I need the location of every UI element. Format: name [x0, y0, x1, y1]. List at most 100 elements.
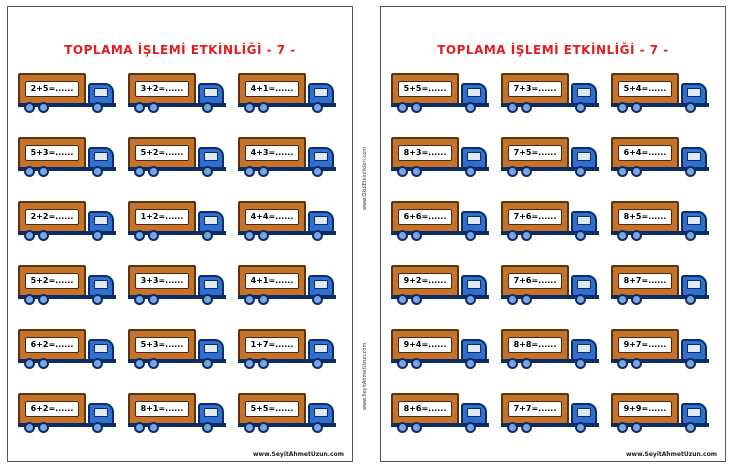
truck-window	[314, 408, 328, 417]
truck-cargo-box: 9+2=......	[391, 265, 459, 297]
truck-cargo-box: 4+1=......	[238, 265, 306, 297]
addition-problem: 2+2=......	[25, 209, 79, 225]
truck-window	[94, 216, 108, 225]
wheel-icon	[397, 422, 408, 433]
truck-problem: 8+7=......	[611, 265, 711, 307]
truck-cargo-box: 5+5=......	[391, 73, 459, 105]
truck-problem: 5+5=......	[238, 393, 338, 435]
truck-cargo-box: 3+3=......	[128, 265, 196, 297]
truck-chassis	[501, 167, 599, 171]
truck-window	[314, 152, 328, 161]
truck-window	[94, 408, 108, 417]
wheel-icon	[202, 422, 213, 433]
wheel-icon	[521, 422, 532, 433]
wheel-icon	[521, 166, 532, 177]
wheel-icon	[575, 166, 586, 177]
truck-cab	[461, 339, 487, 361]
wheel-icon	[631, 294, 642, 305]
truck-chassis	[18, 167, 116, 171]
wheel-icon	[575, 230, 586, 241]
wheel-icon	[202, 102, 213, 113]
truck-chassis	[18, 423, 116, 427]
truck-window	[577, 152, 591, 161]
truck-cargo-box: 4+4=......	[238, 201, 306, 233]
wheel-icon	[521, 230, 532, 241]
truck-window	[314, 216, 328, 225]
wheel-icon	[411, 358, 422, 369]
truck-cargo-box: 9+7=......	[611, 329, 679, 361]
truck-cab	[571, 275, 597, 297]
footer-website: www.SeyitAhmetUzun.com	[626, 451, 717, 458]
wheel-icon	[575, 358, 586, 369]
wheel-icon	[685, 166, 696, 177]
truck-window	[94, 344, 108, 353]
truck-cab	[308, 211, 334, 233]
addition-problem: 1+7=......	[245, 337, 299, 353]
truck-chassis	[611, 295, 709, 299]
truck-window	[687, 216, 701, 225]
truck-chassis	[238, 359, 336, 363]
truck-window	[467, 408, 481, 417]
worksheet-right: TOPLAMA İŞLEMİ ETKİNLİĞİ - 7 - 5+5=.....…	[380, 6, 726, 462]
truck-problem: 4+3=......	[238, 137, 338, 179]
wheel-icon	[507, 294, 518, 305]
truck-window	[314, 88, 328, 97]
truck-cab	[88, 83, 114, 105]
wheel-icon	[244, 102, 255, 113]
addition-problem: 8+5=......	[618, 209, 672, 225]
truck-cab	[571, 403, 597, 425]
truck-cab	[308, 83, 334, 105]
truck-problem: 9+7=......	[611, 329, 711, 371]
truck-cab	[461, 275, 487, 297]
truck-chassis	[501, 103, 599, 107]
wheel-icon	[134, 102, 145, 113]
truck-cargo-box: 9+9=......	[611, 393, 679, 425]
wheel-icon	[617, 102, 628, 113]
wheel-icon	[617, 230, 628, 241]
truck-cargo-box: 5+3=......	[18, 137, 86, 169]
wheel-icon	[38, 294, 49, 305]
truck-problem: 6+4=......	[611, 137, 711, 179]
truck-cargo-box: 5+5=......	[238, 393, 306, 425]
truck-problem: 3+3=......	[128, 265, 228, 307]
truck-chassis	[238, 167, 336, 171]
truck-problem: 7+3=......	[501, 73, 601, 115]
wheel-icon	[575, 422, 586, 433]
truck-chassis	[238, 423, 336, 427]
addition-problem: 2+5=......	[25, 81, 79, 97]
truck-cab	[308, 339, 334, 361]
truck-chassis	[611, 423, 709, 427]
addition-problem: 9+9=......	[618, 401, 672, 417]
wheel-icon	[202, 230, 213, 241]
truck-problem: 5+4=......	[611, 73, 711, 115]
truck-cab	[308, 403, 334, 425]
truck-problem: 7+7=......	[501, 393, 601, 435]
addition-problem: 6+2=......	[25, 337, 79, 353]
truck-chassis	[611, 359, 709, 363]
truck-chassis	[128, 167, 226, 171]
truck-chassis	[391, 103, 489, 107]
addition-problem: 9+2=......	[398, 273, 452, 289]
wheel-icon	[24, 422, 35, 433]
wheel-icon	[134, 166, 145, 177]
truck-cab	[461, 211, 487, 233]
addition-problem: 8+7=......	[618, 273, 672, 289]
truck-cargo-box: 5+2=......	[18, 265, 86, 297]
wheel-icon	[258, 358, 269, 369]
truck-window	[577, 344, 591, 353]
wheel-icon	[397, 166, 408, 177]
addition-problem: 4+1=......	[245, 81, 299, 97]
truck-problem: 9+9=......	[611, 393, 711, 435]
wheel-icon	[507, 422, 518, 433]
truck-window	[577, 216, 591, 225]
wheel-icon	[685, 294, 696, 305]
truck-problem: 7+5=......	[501, 137, 601, 179]
wheel-icon	[24, 358, 35, 369]
wheel-icon	[685, 230, 696, 241]
wheel-icon	[465, 166, 476, 177]
truck-chassis	[391, 167, 489, 171]
truck-window	[204, 344, 218, 353]
wheel-icon	[244, 230, 255, 241]
truck-cab	[461, 147, 487, 169]
truck-cab	[308, 147, 334, 169]
